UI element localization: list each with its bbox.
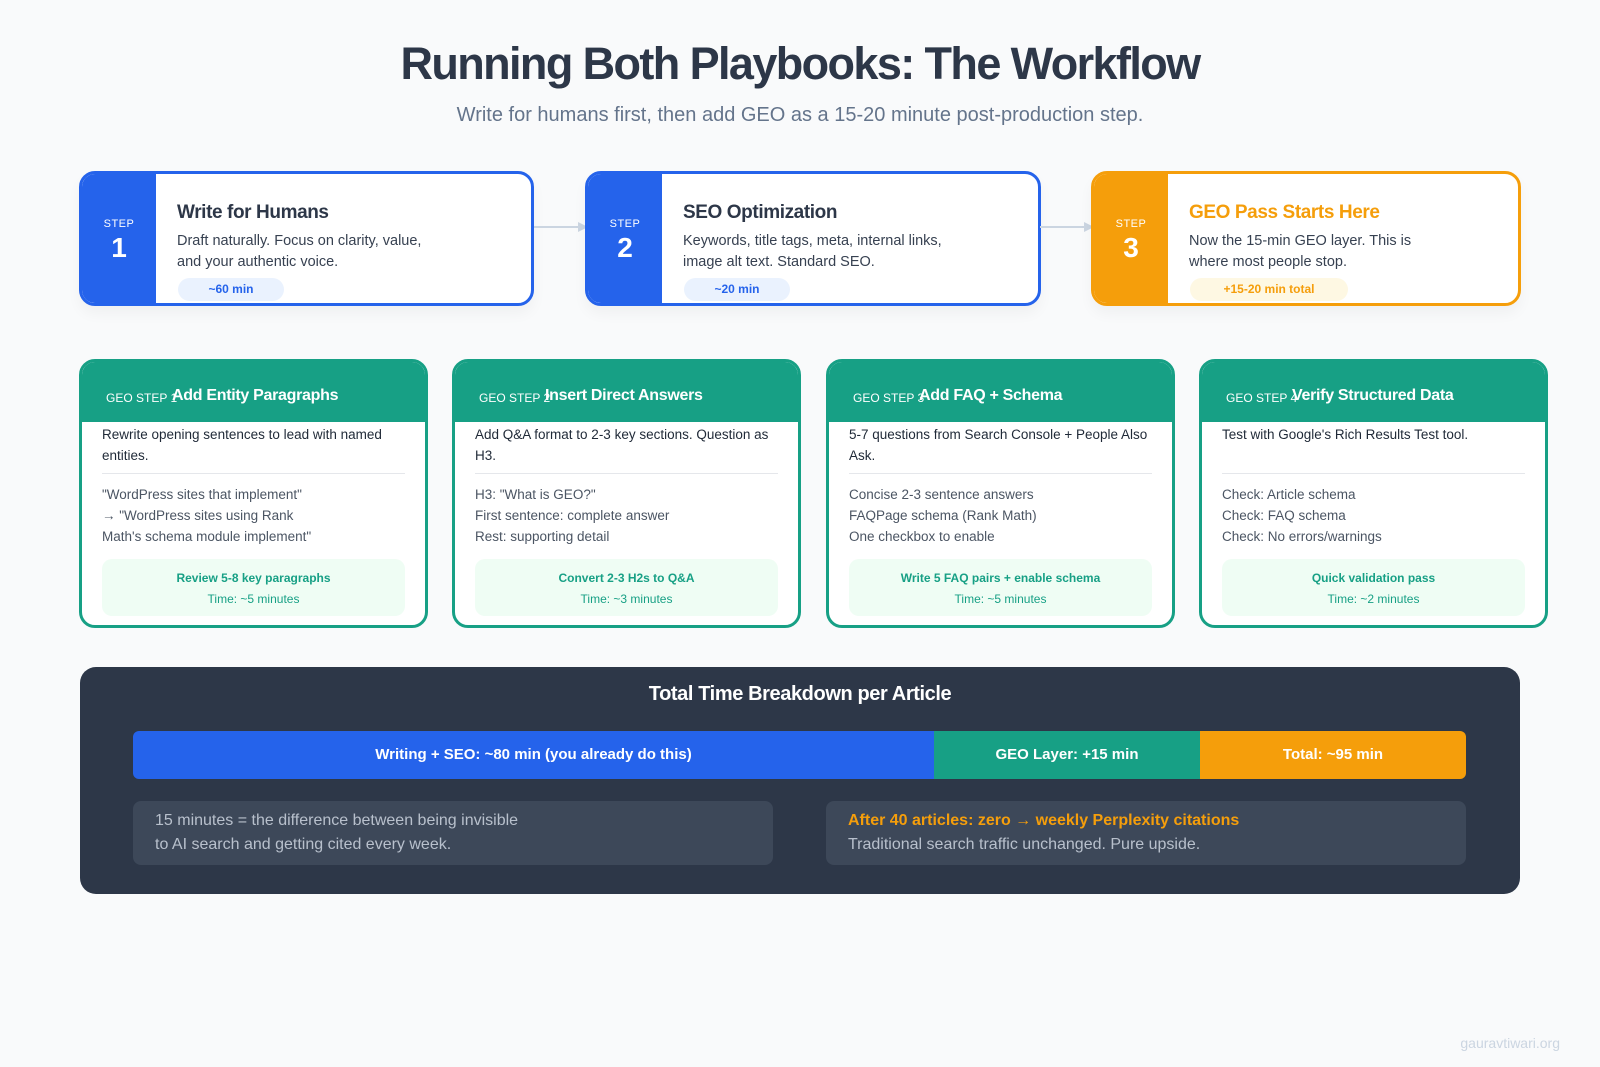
card-footer: Review 5-8 key paragraphs Time: ~5 minut… <box>102 559 405 616</box>
geo-step-label: GEO STEP 4 <box>1226 391 1298 405</box>
step-description: Now the 15-min GEO layer. This is where … <box>1189 233 1412 270</box>
geo-step-description: Test with Google's Rich Results Test too… <box>1222 427 1469 442</box>
geo-step-description: Add Q&A format to 2-3 key sections. Ques… <box>475 427 769 463</box>
geo-step-card-3: GEO STEP 3 Add FAQ + Schema 5-7 question… <box>826 359 1175 628</box>
footer-title: Write 5 FAQ pairs + enable schema <box>900 571 1101 585</box>
footer-title: Convert 2-3 H2s to Q&A <box>558 571 695 585</box>
step-description: Draft naturally. Focus on clarity, value… <box>177 233 422 270</box>
note-line: 15 minutes = the difference between bein… <box>155 812 519 829</box>
time-breakdown-panel: Total Time Breakdown per Article Writing… <box>80 667 1520 894</box>
divider <box>102 473 405 474</box>
watermark: gauravtiwari.org <box>1460 1035 1560 1051</box>
step-label: STEP <box>609 218 641 230</box>
card-footer: Write 5 FAQ pairs + enable schema Time: … <box>849 559 1152 616</box>
time-pill: ~20 min <box>684 278 790 301</box>
step-number: 2 <box>617 232 633 263</box>
segment-geo-layer: GEO Layer: +15 min <box>934 731 1200 779</box>
geo-step-description: Rewrite opening sentences to lead with n… <box>102 427 382 463</box>
geo-step-details: Check: Article schema Check: FAQ schema … <box>1222 484 1382 547</box>
step-description: Keywords, title tags, meta, internal lin… <box>683 233 942 270</box>
step-card-write: STEP 1 Write for Humans Draft naturally.… <box>79 171 534 306</box>
card-header: GEO STEP 2 Insert Direct Answers <box>455 362 798 422</box>
arrow-right-icon <box>1040 222 1094 232</box>
geo-step-card-2: GEO STEP 2 Insert Direct Answers Add Q&A… <box>452 359 801 628</box>
step-number: 3 <box>1123 232 1139 263</box>
divider <box>849 473 1152 474</box>
detail-line: Rest: supporting detail <box>475 529 610 544</box>
step-title: GEO Pass Starts Here <box>1189 202 1380 223</box>
footer-time: Time: ~3 minutes <box>580 592 673 606</box>
step-title: Write for Humans <box>177 202 329 223</box>
footer-title: Review 5-8 key paragraphs <box>176 571 331 585</box>
detail-line: Check: FAQ schema <box>1222 508 1346 523</box>
arrow-right-icon <box>534 222 588 232</box>
step-number: 1 <box>111 232 127 263</box>
step-label: STEP <box>103 218 135 230</box>
step-badge: STEP 2 <box>588 174 662 303</box>
detail-line: Concise 2-3 sentence answers <box>849 487 1034 502</box>
card-header: GEO STEP 1 Add Entity Paragraphs <box>82 362 425 422</box>
geo-step-title: Add FAQ + Schema <box>919 387 1063 404</box>
detail-line: FAQPage schema (Rank Math) <box>849 508 1037 523</box>
step-badge: STEP 1 <box>82 174 156 303</box>
geo-step-label: GEO STEP 1 <box>106 391 178 405</box>
card-header: GEO STEP 3 Add FAQ + Schema <box>829 362 1172 422</box>
footer-time: Time: ~2 minutes <box>1327 592 1420 606</box>
geo-step-label: GEO STEP 3 <box>853 391 925 405</box>
geo-step-details: H3: "What is GEO?" First sentence: compl… <box>475 484 669 547</box>
detail-line: "WordPress sites that implement" <box>102 487 302 502</box>
geo-step-title: Add Entity Paragraphs <box>172 387 339 404</box>
detail-line: Math's schema module implement" <box>102 529 312 544</box>
geo-step-details: Concise 2-3 sentence answers FAQPage sch… <box>849 484 1037 547</box>
note-line: to AI search and getting cited every wee… <box>155 836 452 853</box>
geo-step-description: 5-7 questions from Search Console + Peop… <box>849 427 1148 463</box>
note-results: After 40 articles: zero → weekly Perplex… <box>826 801 1466 865</box>
segment-writing-seo: Writing + SEO: ~80 min (you already do t… <box>133 731 934 779</box>
detail-line: First sentence: complete answer <box>475 508 670 523</box>
geo-step-card-4: GEO STEP 4 Verify Structured Data Test w… <box>1199 359 1548 628</box>
geo-step-label: GEO STEP 2 <box>479 391 551 405</box>
footer-time: Time: ~5 minutes <box>207 592 300 606</box>
step-badge: STEP 3 <box>1094 174 1168 303</box>
card-footer: Quick validation pass Time: ~2 minutes <box>1222 559 1525 616</box>
step-card-seo: STEP 2 SEO Optimization Keywords, title … <box>585 171 1041 306</box>
footer-time: Time: ~5 minutes <box>954 592 1047 606</box>
card-footer: Convert 2-3 H2s to Q&A Time: ~3 minutes <box>475 559 778 616</box>
detail-line: Check: Article schema <box>1222 487 1356 502</box>
time-pill: +15-20 min total <box>1190 278 1348 301</box>
note-highlight: After 40 articles: zero → weekly Perplex… <box>848 812 1240 829</box>
step-label: STEP <box>1115 218 1147 230</box>
note-line: Traditional search traffic unchanged. Pu… <box>848 836 1201 853</box>
step-title: SEO Optimization <box>683 202 838 223</box>
detail-line: Check: No errors/warnings <box>1222 529 1382 544</box>
divider <box>1222 473 1525 474</box>
geo-step-title: Insert Direct Answers <box>545 387 703 404</box>
divider <box>475 473 778 474</box>
time-pill: ~60 min <box>178 278 284 301</box>
geo-step-title: Verify Structured Data <box>1292 387 1454 404</box>
segment-total: Total: ~95 min <box>1200 731 1466 779</box>
detail-line: H3: "What is GEO?" <box>475 487 596 502</box>
note-invisible: 15 minutes = the difference between bein… <box>133 801 773 865</box>
step-card-geo: STEP 3 GEO Pass Starts Here Now the 15-m… <box>1091 171 1521 306</box>
breakdown-title: Total Time Breakdown per Article <box>648 683 952 705</box>
page-title: Running Both Playbooks: The Workflow <box>400 38 1201 89</box>
footer-title: Quick validation pass <box>1311 571 1436 585</box>
card-header: GEO STEP 4 Verify Structured Data <box>1202 362 1545 422</box>
detail-line: → "WordPress sites using Rank <box>102 508 294 523</box>
geo-step-details: "WordPress sites that implement" → "Word… <box>102 484 311 547</box>
page-subtitle: Write for humans first, then add GEO as … <box>456 104 1144 126</box>
detail-line: One checkbox to enable <box>849 529 995 544</box>
geo-step-card-1: GEO STEP 1 Add Entity Paragraphs Rewrite… <box>79 359 428 628</box>
